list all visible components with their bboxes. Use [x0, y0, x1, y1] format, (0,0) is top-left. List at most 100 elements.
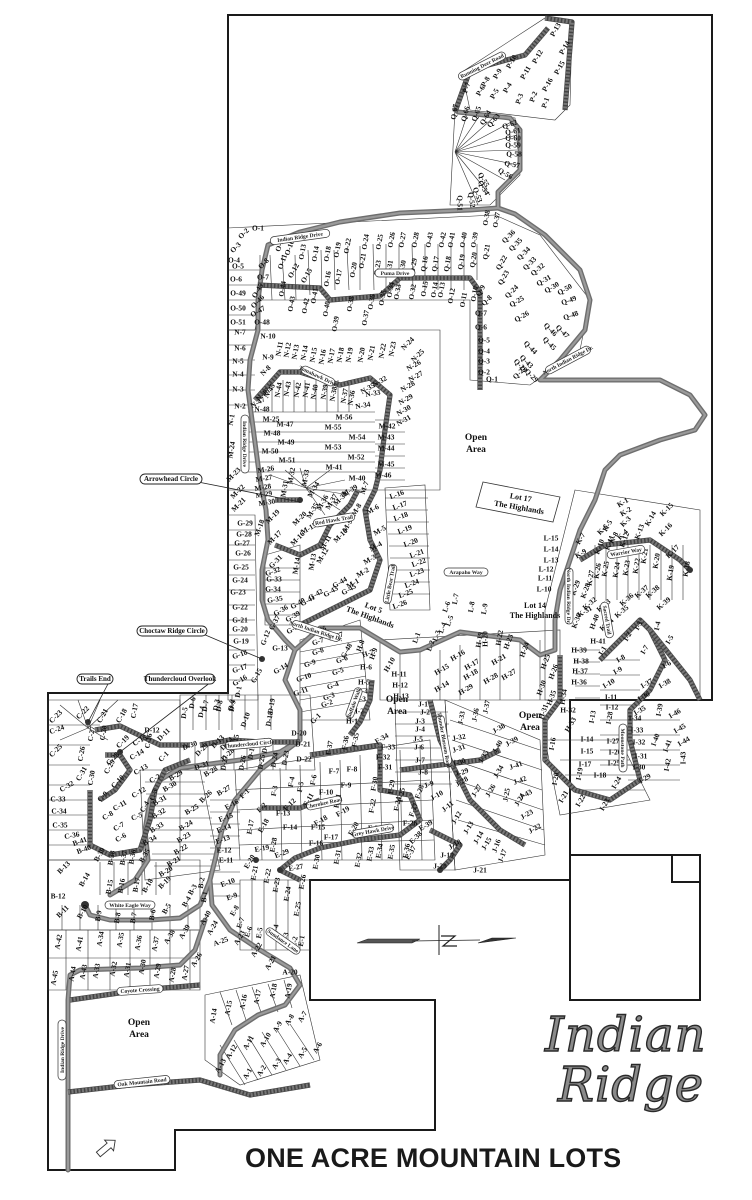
lot-label[interactable]: O-18: [321, 245, 333, 262]
lot-label[interactable]: O-14: [309, 245, 321, 262]
lot-label[interactable]: M-55: [325, 423, 342, 432]
lot-label[interactable]: J-33: [456, 710, 467, 725]
lot-label[interactable]: L-12: [539, 565, 554, 574]
lot-label[interactable]: I-26: [609, 748, 622, 757]
lot-label[interactable]: O-15: [418, 280, 430, 297]
lot-label[interactable]: N-12: [281, 341, 293, 358]
lot-label[interactable]: B-6: [147, 908, 158, 921]
lot-label[interactable]: Q-67: [448, 103, 460, 120]
lot-label[interactable]: O-38: [480, 209, 492, 226]
lot-label[interactable]: B-12: [51, 892, 66, 901]
lot-label[interactable]: G-7: [311, 635, 326, 648]
lot-label[interactable]: D-7: [200, 699, 211, 712]
lot-label[interactable]: B-25: [183, 802, 201, 817]
lot-label[interactable]: Q-61: [504, 125, 521, 137]
lot-label[interactable]: N-23: [386, 340, 398, 357]
lot-label[interactable]: I-33: [631, 726, 644, 735]
lot-label[interactable]: N-1: [226, 413, 237, 426]
lot-label[interactable]: A-34: [94, 930, 106, 947]
lot-label[interactable]: F-35: [350, 732, 361, 748]
lot-label[interactable]: Q-3: [478, 357, 490, 366]
lot-label[interactable]: A-43: [77, 963, 89, 980]
lot-label[interactable]: I-1: [596, 644, 608, 657]
lot-label[interactable]: H-30: [534, 679, 548, 697]
lot-label[interactable]: A-36: [132, 934, 144, 951]
lot-label[interactable]: H-2: [352, 707, 364, 716]
lot-label[interactable]: J-42: [512, 774, 528, 787]
lot-label[interactable]: C-12: [130, 784, 148, 800]
lot-label[interactable]: J-5: [413, 735, 423, 744]
lot-label[interactable]: I-7: [638, 643, 650, 656]
lot-label[interactable]: Q-66: [459, 105, 472, 123]
lot-label[interactable]: O-37: [359, 309, 371, 326]
lot-label[interactable]: F-25: [396, 787, 407, 803]
lot-label[interactable]: J-1: [418, 700, 428, 709]
lot-label[interactable]: I-24: [609, 775, 623, 791]
lot-label[interactable]: I-28: [604, 711, 615, 725]
lot-label[interactable]: B-26: [197, 788, 214, 805]
lot-label[interactable]: O-27: [396, 231, 408, 248]
lot-label[interactable]: H-8: [354, 638, 367, 653]
lot-label[interactable]: K-3: [618, 514, 633, 529]
lot-label[interactable]: J-9: [423, 778, 436, 790]
lot-label[interactable]: K-27: [584, 569, 596, 586]
lot-label[interactable]: I-15: [581, 747, 594, 756]
lot-label[interactable]: F-30: [369, 776, 380, 792]
lot-label[interactable]: N-36: [345, 389, 357, 406]
lot-label[interactable]: G-4: [326, 679, 341, 692]
lot-label[interactable]: D-3: [211, 698, 222, 711]
lot-label[interactable]: G-12: [258, 629, 272, 647]
lot-label[interactable]: M-32: [285, 466, 297, 484]
lot-label[interactable]: N-16: [316, 348, 328, 365]
lot-label[interactable]: H-21: [490, 651, 508, 667]
lot-label[interactable]: I-11: [605, 693, 618, 702]
lot-label[interactable]: N-11: [274, 341, 285, 357]
lot-label[interactable]: A-45: [48, 969, 60, 986]
lot-label[interactable]: J-25: [501, 787, 512, 802]
lot-label[interactable]: N-3: [232, 385, 244, 394]
lot-label[interactable]: C-36: [64, 829, 81, 841]
lot-label[interactable]: A-16: [237, 993, 249, 1010]
lot-label[interactable]: Q-17: [429, 255, 441, 272]
lot-label[interactable]: G-23: [230, 588, 246, 597]
lot-label[interactable]: Q-26: [513, 308, 531, 324]
lot-label[interactable]: O-17: [332, 268, 344, 285]
lot-label[interactable]: H-36: [571, 678, 587, 687]
lot-label[interactable]: O-42: [299, 297, 311, 314]
lot-label[interactable]: O-3: [228, 240, 243, 255]
lot-label[interactable]: O-41: [445, 231, 457, 248]
lot-label[interactable]: H-13: [393, 692, 409, 701]
lot-label[interactable]: I-10: [601, 676, 617, 690]
lot-label[interactable]: J-29: [454, 766, 470, 779]
lot-label[interactable]: Q-1: [486, 375, 498, 384]
lot-label[interactable]: G-8: [311, 645, 326, 658]
lot-label[interactable]: H-15: [433, 661, 451, 677]
lot-label[interactable]: B-5: [160, 901, 173, 915]
lot-label[interactable]: N-10: [260, 332, 275, 341]
lot-label[interactable]: I-5: [663, 633, 675, 646]
lot-label[interactable]: O-28: [409, 231, 421, 248]
lot-label[interactable]: A-44: [66, 965, 78, 982]
lot-label[interactable]: Q-48: [562, 308, 580, 322]
lot-label[interactable]: D-24: [268, 751, 280, 768]
lot-label[interactable]: M-47: [277, 420, 294, 429]
lot-label[interactable]: O-21: [356, 252, 368, 269]
lot-label[interactable]: C-11: [111, 798, 129, 813]
lot-label[interactable]: O-40: [457, 231, 469, 248]
lot-label[interactable]: A-1: [241, 1066, 255, 1081]
lot-label[interactable]: N-41: [300, 381, 312, 398]
lot-label[interactable]: I-14: [581, 735, 594, 744]
lot-label[interactable]: N-8: [258, 363, 273, 378]
lot-label[interactable]: H-29: [457, 681, 475, 697]
lot-label[interactable]: D-19: [265, 697, 277, 714]
lot-label[interactable]: A-35: [114, 931, 126, 948]
lot-label[interactable]: F-7: [329, 767, 340, 776]
lot-label[interactable]: L-4: [436, 621, 448, 635]
lot-label[interactable]: K-39: [655, 595, 673, 612]
lot-label[interactable]: H-14: [433, 678, 451, 694]
lot-label[interactable]: G-27: [234, 539, 250, 548]
lot-label[interactable]: E-28: [268, 837, 279, 853]
lot-label[interactable]: N-4: [232, 370, 244, 379]
lot-label[interactable]: L-3: [430, 629, 442, 643]
lot-label[interactable]: J-37: [481, 699, 492, 714]
